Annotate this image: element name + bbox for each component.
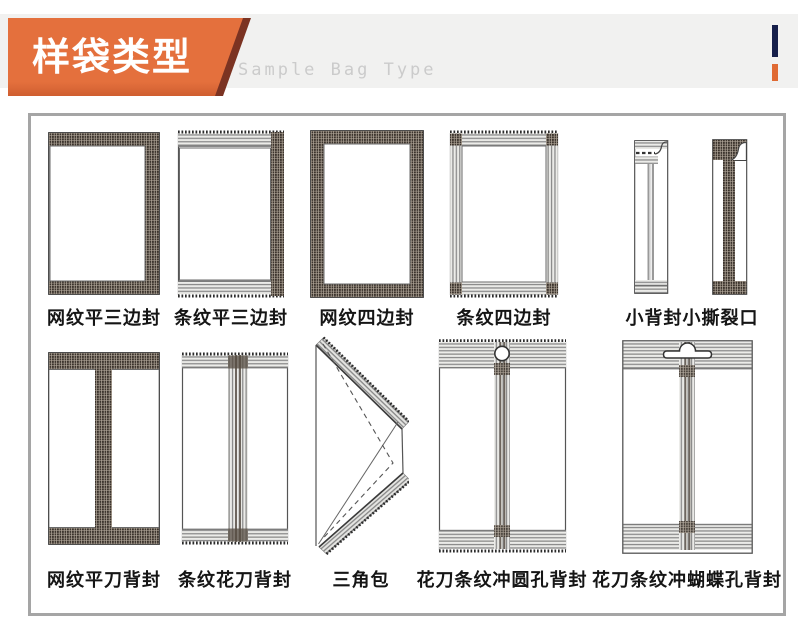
bag-label: 网纹平刀背封 [47, 570, 161, 590]
bag-diagram-stripe-three-side-seal [176, 130, 286, 298]
bag-label: 条纹花刀背封 [178, 570, 292, 590]
bag-label: 网纹四边封 [319, 308, 415, 328]
bag-diagram-stripe-four-side-seal [448, 130, 560, 298]
sample-bag-panel: 网纹平三边封 条纹平三边封 网纹四边封 条纹四边封 小背封小撕裂口 网纹平刀背封… [28, 113, 786, 616]
bag-label: 条纹四边封 [456, 308, 552, 328]
section-title-banner: 样袋类型 [8, 18, 251, 96]
bag-diagram-mesh-flat-knife-back-seal [48, 352, 160, 545]
bag-diagram-small-back-seal-tear-notch [634, 138, 750, 296]
page-title: 样袋类型 [32, 37, 193, 79]
bag-diagram-mesh-three-side-seal [48, 132, 160, 295]
orange-accent-bar [772, 64, 778, 81]
bag-diagram-triangle-pack [313, 333, 409, 559]
bag-diagram-butterfly-hole-back-seal [622, 339, 753, 557]
bag-label: 条纹平三边封 [174, 308, 288, 328]
bag-label: 三角包 [332, 570, 390, 590]
bag-diagram-round-hole-back-seal [437, 339, 568, 557]
bag-label: 花刀条纹冲圆孔背封 [416, 570, 588, 590]
bag-diagram-stripe-serrated-knife-back-seal [180, 352, 290, 545]
banner-orange-shape [8, 18, 243, 96]
bag-diagram-mesh-four-side-seal [310, 130, 424, 298]
navy-accent-bar [772, 25, 778, 57]
bag-label: 小背封小撕裂口 [625, 308, 759, 328]
bag-label: 网纹平三边封 [47, 308, 161, 328]
bag-label: 花刀条纹冲蝴蝶孔背封 [592, 570, 782, 590]
page-subtitle: Sample Bag Type [238, 60, 437, 80]
